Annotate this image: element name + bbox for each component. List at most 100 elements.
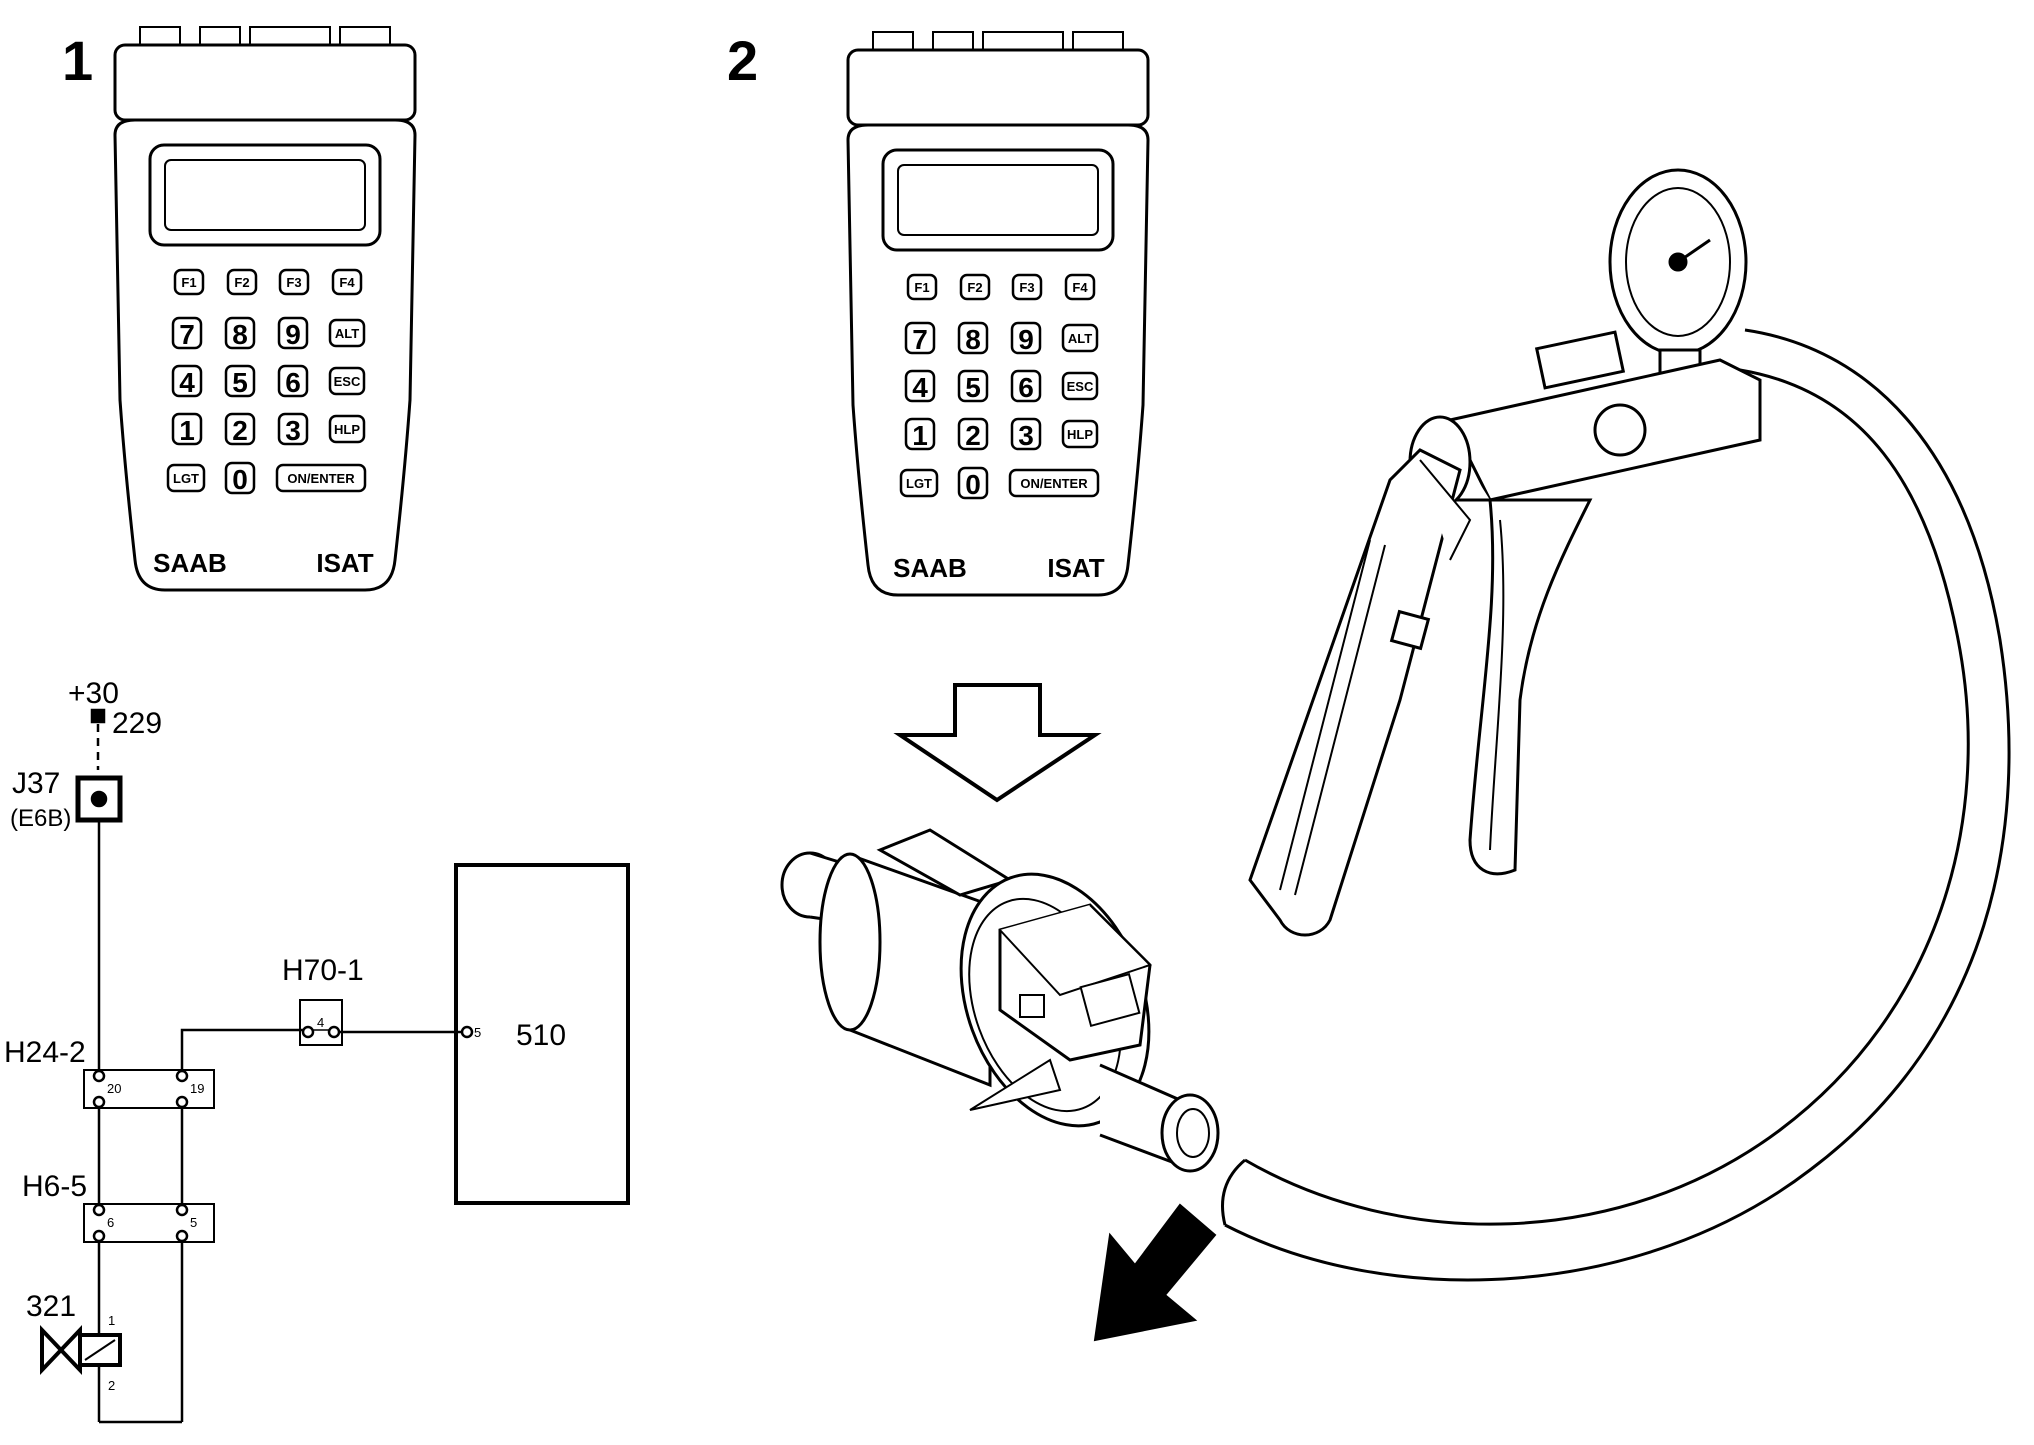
panel-number-1: 1 <box>62 29 93 92</box>
h6-5-connector <box>83 1203 215 1243</box>
key-2[interactable] <box>957 417 989 451</box>
valve-321-symbol <box>40 1324 82 1376</box>
pump-lever <box>1248 448 1462 937</box>
key-f3[interactable] <box>1011 273 1043 301</box>
key-4-label: 4 <box>912 372 928 403</box>
vacuum-hose <box>1221 328 2011 1282</box>
key-f1-label: F1 <box>181 275 196 290</box>
key-5[interactable] <box>957 369 989 403</box>
key-4[interactable] <box>171 364 203 398</box>
wire-h24-h70 <box>180 1028 305 1071</box>
ecu-510-label: 510 <box>516 1019 566 1052</box>
key-alt-label: ALT <box>1068 331 1092 346</box>
valve-pin1-label: 1 <box>108 1313 115 1328</box>
key-2[interactable] <box>224 412 256 446</box>
valve-pin2-label: 2 <box>108 1378 115 1393</box>
key-f2[interactable] <box>959 273 991 301</box>
h24-2-label: H24-2 <box>4 1036 86 1069</box>
key-3[interactable] <box>1010 417 1042 451</box>
key-3[interactable] <box>277 412 309 446</box>
key-7[interactable] <box>171 316 203 350</box>
tester-2-brand: SAAB <box>893 553 967 583</box>
key-esc[interactable] <box>1061 371 1099 401</box>
key-6[interactable] <box>277 364 309 398</box>
key-0-label: 0 <box>232 464 248 495</box>
key-2-label: 2 <box>232 415 248 446</box>
key-4-label: 4 <box>179 367 195 398</box>
key-alt[interactable] <box>328 318 366 348</box>
key-5-label: 5 <box>965 372 981 403</box>
tester-1-keypad <box>166 268 367 495</box>
key-hlp[interactable] <box>1061 419 1099 449</box>
key-2-label: 2 <box>965 420 981 451</box>
key-f2-label: F2 <box>234 275 249 290</box>
key-1[interactable] <box>904 417 936 451</box>
key-hlp-label: HLP <box>1067 427 1093 442</box>
panel-number-2: 2 <box>727 29 758 92</box>
key-esc-label: ESC <box>334 374 361 389</box>
key-6[interactable] <box>1010 369 1042 403</box>
key-1[interactable] <box>171 412 203 446</box>
wire-number-label: 229 <box>112 707 162 740</box>
key-0-label: 0 <box>965 469 981 500</box>
key-f4-label: F4 <box>339 275 355 290</box>
key-f1-label: F1 <box>914 280 929 295</box>
h24-pin-b-label: 19 <box>190 1081 204 1096</box>
tester-1-key-labels: F1 F2 F3 F4 7 8 9 ALT 4 5 6 ESC 1 2 3 HL… <box>153 275 374 578</box>
key-alt[interactable] <box>1061 323 1099 353</box>
key-f2-label: F2 <box>967 280 982 295</box>
key-5[interactable] <box>224 364 256 398</box>
key-0[interactable] <box>224 461 256 495</box>
key-f1[interactable] <box>173 268 205 296</box>
key-f4-label: F4 <box>1072 280 1088 295</box>
key-esc[interactable] <box>328 366 366 396</box>
key-3-label: 3 <box>285 415 301 446</box>
key-4[interactable] <box>904 369 936 403</box>
key-9[interactable] <box>1010 321 1042 355</box>
key-5-label: 5 <box>232 367 248 398</box>
key-f3-label: F3 <box>286 275 301 290</box>
ecu-510-box <box>454 863 630 1205</box>
key-8[interactable] <box>957 321 989 355</box>
key-0[interactable] <box>957 466 989 500</box>
key-8[interactable] <box>224 316 256 350</box>
j37-label: J37 <box>12 767 60 800</box>
key-alt-label: ALT <box>335 326 359 341</box>
valve-321-label: 321 <box>26 1290 76 1323</box>
h70-pin-label: 4 <box>317 1015 324 1030</box>
tester-2-keypad <box>899 273 1100 500</box>
key-hlp-label: HLP <box>334 422 360 437</box>
supply-label: +30 <box>68 677 119 710</box>
key-9[interactable] <box>277 316 309 350</box>
key-lgt-label: LGT <box>906 476 932 491</box>
key-enter[interactable] <box>1008 468 1100 498</box>
h6-pin-b-label: 5 <box>190 1215 197 1230</box>
tester-1-brand: SAAB <box>153 548 227 578</box>
key-f2[interactable] <box>226 268 258 296</box>
h70-1-connector <box>299 999 343 1046</box>
key-enter-label: ON/ENTER <box>1020 476 1088 491</box>
isat-tester-2 <box>846 31 1150 597</box>
key-8-label: 8 <box>965 324 981 355</box>
tester-2-model: ISAT <box>1047 553 1104 583</box>
key-f3[interactable] <box>278 268 310 296</box>
wiring-labels: +30 229 J37 (E6B) H70-1 4 H24-2 20 19 H6… <box>4 677 566 1393</box>
key-f4[interactable] <box>331 268 363 296</box>
key-lgt[interactable] <box>899 468 939 498</box>
tester-1-model: ISAT <box>316 548 373 578</box>
h24-2-connector <box>83 1069 215 1109</box>
key-enter[interactable] <box>275 463 367 493</box>
ecu-pin-label: 5 <box>474 1025 481 1040</box>
key-7[interactable] <box>904 321 936 355</box>
vacuum-pump-icon <box>1248 168 1762 937</box>
key-f4[interactable] <box>1064 273 1096 301</box>
key-f1[interactable] <box>906 273 938 301</box>
key-hlp[interactable] <box>328 414 366 444</box>
key-esc-label: ESC <box>1067 379 1094 394</box>
key-f3-label: F3 <box>1019 280 1034 295</box>
key-9-label: 9 <box>1018 324 1034 355</box>
key-6-label: 6 <box>1018 372 1034 403</box>
tester-2-display <box>881 148 1115 252</box>
key-3-label: 3 <box>1018 420 1034 451</box>
key-lgt[interactable] <box>166 463 206 493</box>
